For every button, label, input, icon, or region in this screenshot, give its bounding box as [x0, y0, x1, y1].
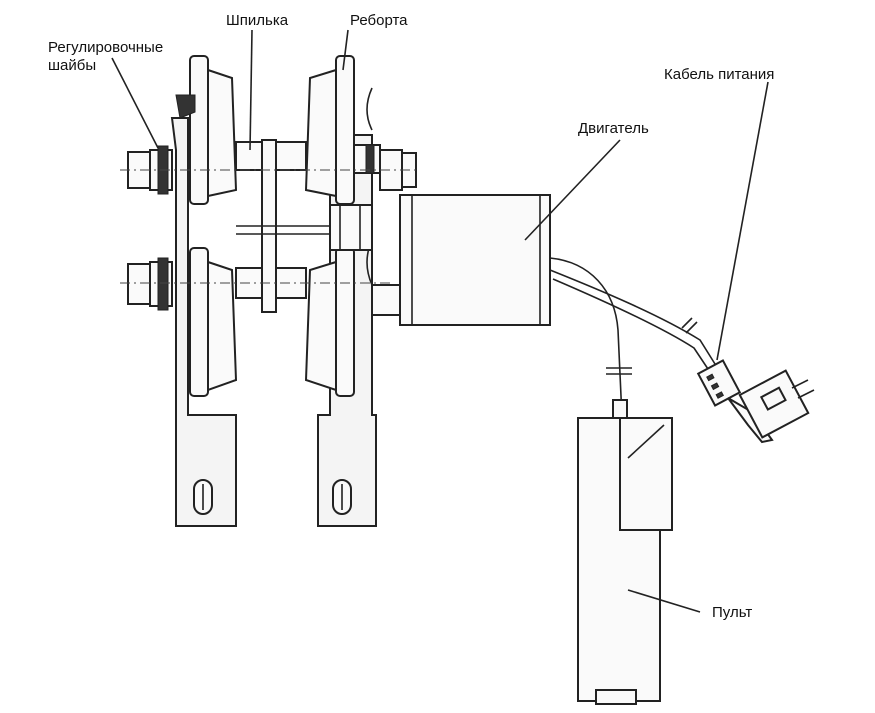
label-washers-line2: шайбы [48, 57, 97, 74]
leader-lines [111, 29, 769, 613]
label-pendant: Пульт [712, 604, 753, 621]
power-cable [549, 269, 815, 444]
stud-rod [236, 139, 373, 313]
label-washers-line1: Регулировочные [48, 39, 164, 56]
label-power-cable: Кабель питания [664, 66, 775, 83]
label-motor: Двигатель [578, 120, 649, 137]
left-side-plate [170, 117, 237, 527]
label-stud: Шпилька [226, 12, 289, 29]
lower-wheel-assembly [127, 239, 373, 397]
label-flange: Реборта [350, 12, 408, 29]
axis-lines [120, 169, 420, 284]
motor-body [371, 194, 551, 326]
pendant-control [549, 257, 673, 705]
